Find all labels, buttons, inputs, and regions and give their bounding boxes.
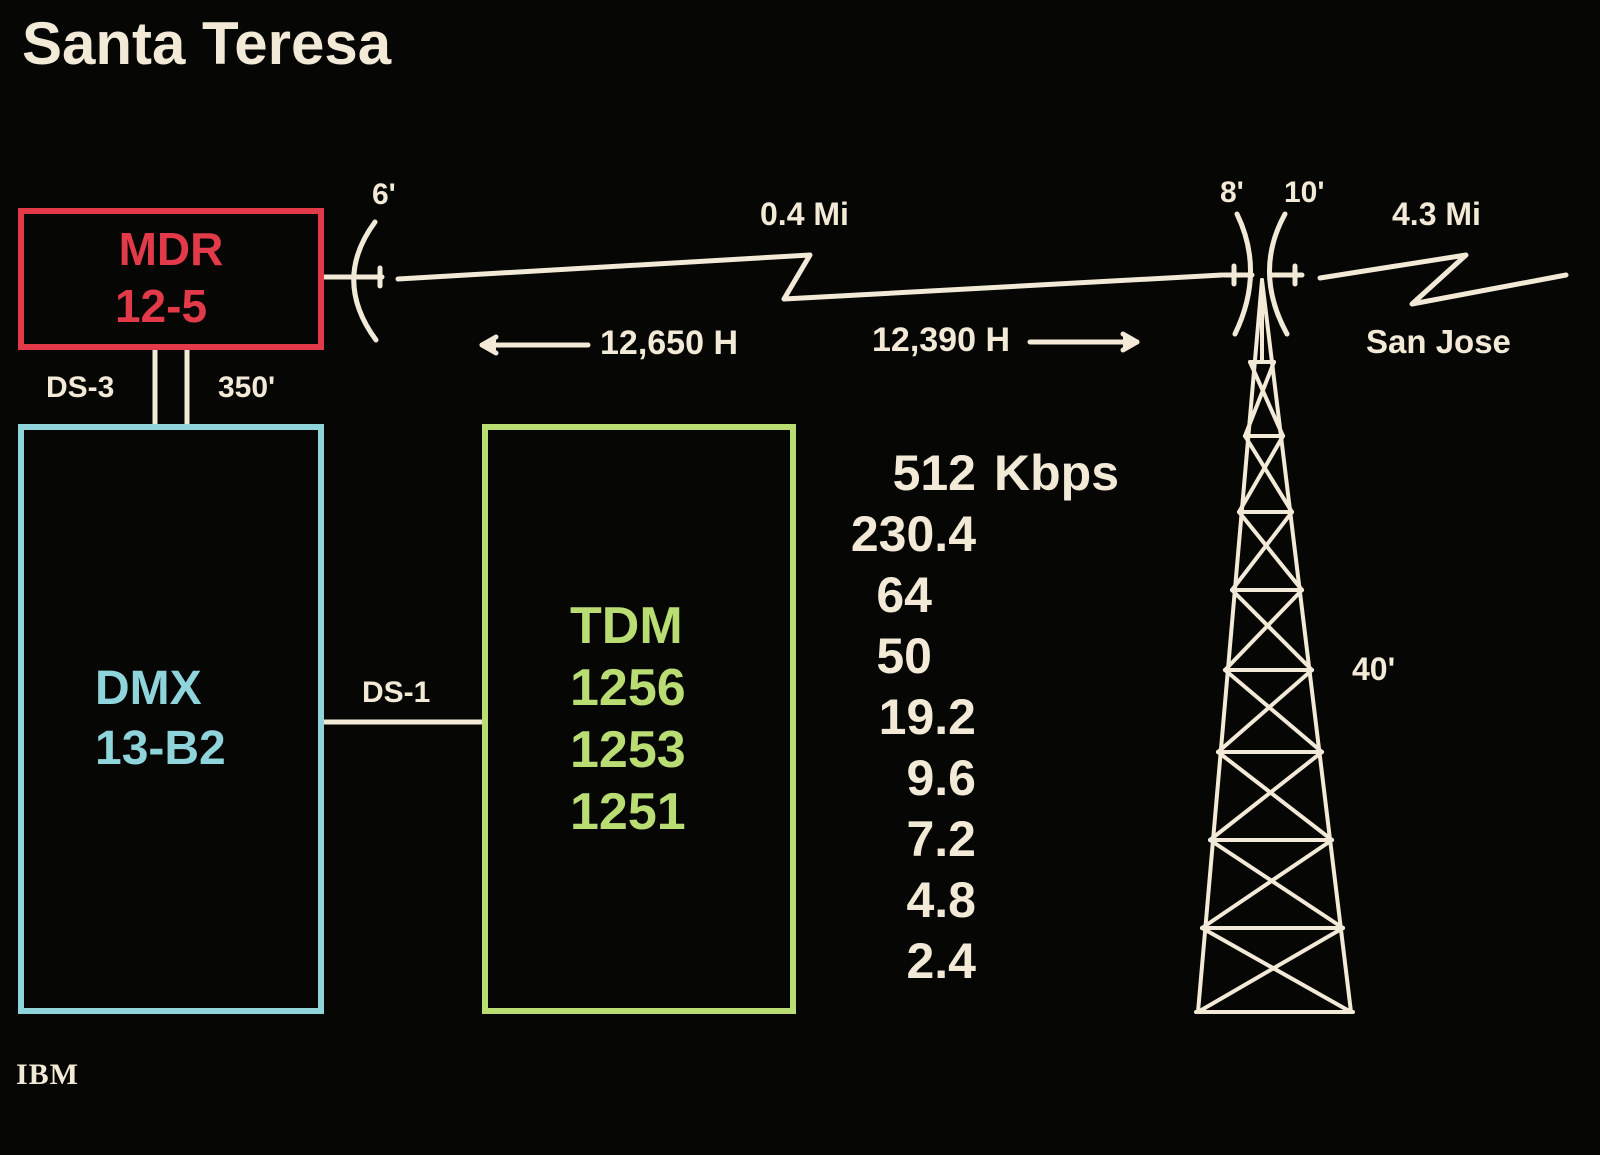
tdm-model: 1253 — [570, 721, 686, 779]
mdr-model: 12-5 — [114, 280, 208, 332]
tower-height-label: 40' — [1352, 651, 1396, 687]
rate-value: 19.2 — [878, 689, 976, 745]
microwave-link-local — [395, 252, 1225, 302]
tdm-model: 1251 — [570, 783, 686, 841]
ds1-label: DS-1 — [362, 676, 431, 709]
tdm-box — [482, 424, 796, 1014]
ds3-length-label: 350' — [218, 371, 276, 404]
tdm-label: TDM — [570, 597, 683, 655]
distance-label: 0.4 Mi — [760, 196, 849, 232]
rate-value: 512 — [892, 445, 976, 501]
distance-label: 4.3 Mi — [1392, 196, 1481, 232]
rate-value: 9.6 — [906, 750, 976, 806]
rate-unit: Kbps — [994, 445, 1119, 501]
microwave-link-remote — [1317, 252, 1569, 307]
dish-size-label: 6' — [372, 178, 396, 211]
arrow-left-icon — [479, 334, 591, 356]
dmx-box — [18, 424, 324, 1014]
radio-tower-icon — [1194, 278, 1355, 1014]
rate-value: 64 — [876, 567, 932, 623]
dish-size-label: 10' — [1284, 176, 1325, 209]
left-dish-icon — [349, 219, 383, 343]
dish-size-label: 8' — [1220, 176, 1244, 209]
page-title: Santa Teresa — [22, 10, 392, 77]
rate-value: 230.4 — [850, 506, 976, 562]
dmx-model: 13-B2 — [95, 722, 226, 775]
ibm-logo: IBM — [16, 1058, 79, 1091]
tower-dish-left-icon — [1221, 211, 1255, 337]
rate-value: 4.8 — [906, 872, 976, 928]
rate-value: 2.4 — [906, 933, 976, 989]
destination-label: San Jose — [1366, 323, 1511, 360]
arrow-right-icon — [1027, 331, 1140, 353]
tower-dish-right-icon — [1267, 211, 1305, 337]
rate-value: 7.2 — [906, 811, 976, 867]
rate-value: 50 — [876, 628, 932, 684]
mdr-box — [18, 208, 324, 350]
tdm-model: 1256 — [570, 659, 686, 717]
dmx-label: DMX — [95, 662, 202, 715]
mdr-label: MDR — [118, 223, 224, 275]
height-label: 12,650 H — [600, 324, 738, 362]
height-label: 12,390 H — [872, 321, 1010, 359]
ds3-label: DS-3 — [46, 371, 115, 404]
